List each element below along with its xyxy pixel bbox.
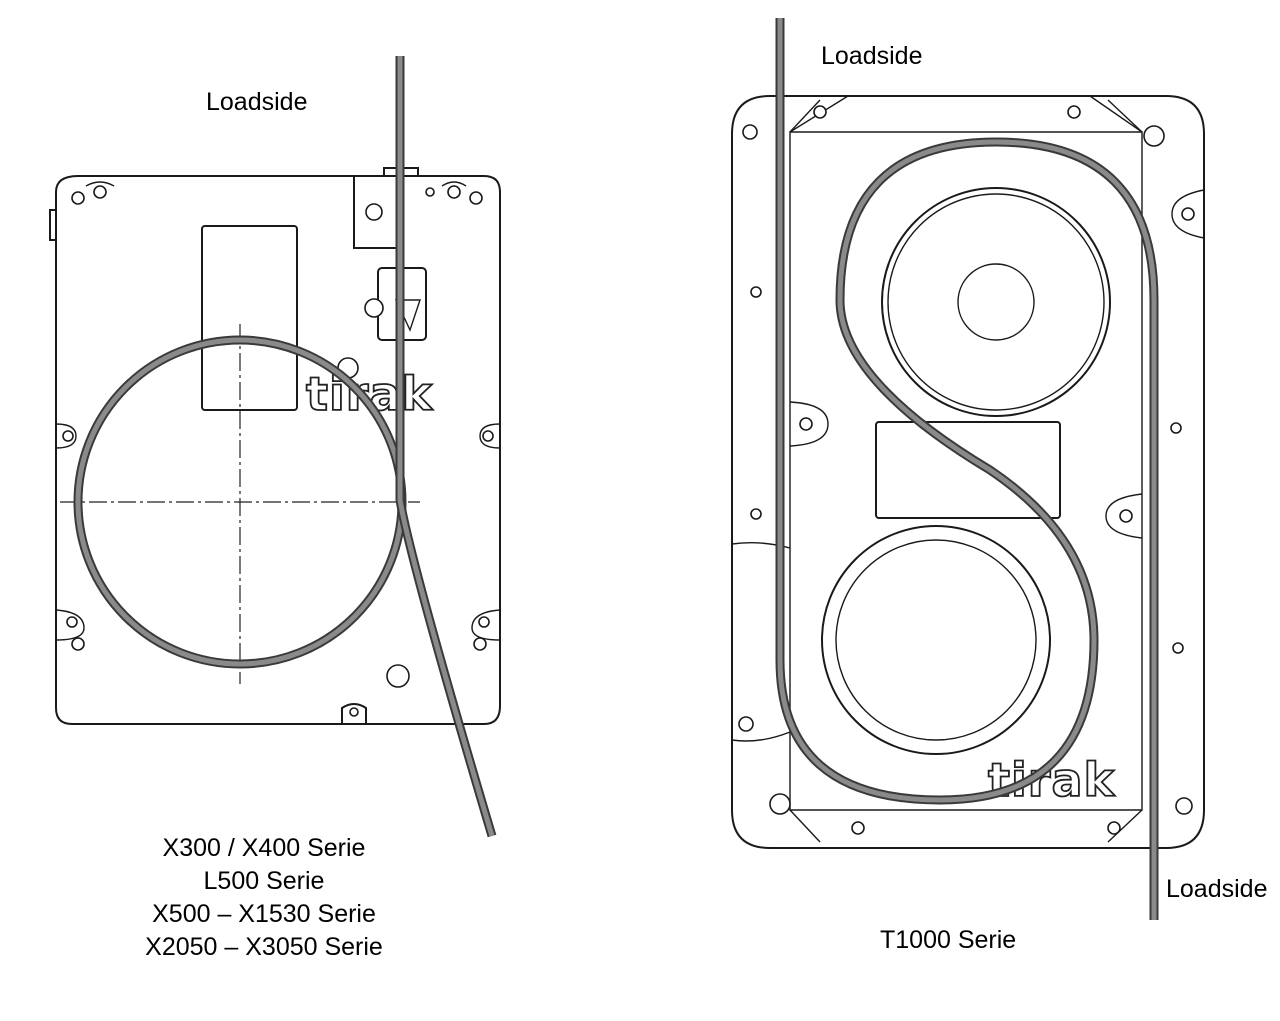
right-hole [1107, 821, 1121, 835]
right-hole [1172, 642, 1184, 654]
right-lower-drum [821, 525, 1051, 755]
right-hole [1175, 797, 1193, 815]
left-hole [93, 185, 107, 199]
right-hole [1181, 207, 1195, 221]
left-hole [349, 707, 359, 717]
right-hole [813, 105, 827, 119]
right-hole [851, 821, 865, 835]
right-hole [799, 417, 813, 431]
right-hole [742, 124, 758, 140]
left-hole [478, 616, 490, 628]
right-hole [750, 286, 762, 298]
right-hole [750, 508, 762, 520]
left-hole [365, 203, 383, 221]
left-hole [66, 616, 78, 628]
right-hole [1143, 125, 1165, 147]
left-side-tab [49, 209, 57, 241]
right-hole [738, 716, 754, 732]
left-hole [71, 191, 85, 205]
left-housing-outline [55, 175, 501, 725]
left-caption: X300 / X400 Serie L500 Serie X500 – X153… [126, 832, 402, 964]
left-caption-line: X500 – X1530 Serie [152, 900, 376, 928]
left-hole [469, 191, 483, 205]
left-loadside-label: Loadside [206, 88, 308, 116]
right-loadside-top-label: Loadside [821, 42, 923, 70]
left-window [201, 225, 298, 411]
left-caption-line: X300 / X400 Serie [162, 834, 366, 862]
left-hole [386, 664, 410, 688]
right-upper-drum [881, 187, 1111, 417]
left-caption-line: X2050 – X3050 Serie [145, 933, 383, 961]
right-caption: T1000 Serie [880, 926, 1017, 954]
left-hole [425, 187, 435, 197]
right-loadside-bottom-label: Loadside [1166, 875, 1268, 903]
right-hole [1170, 422, 1182, 434]
right-window [875, 421, 1061, 519]
right-hole [1119, 509, 1133, 523]
left-hole [62, 430, 74, 442]
left-hole [447, 185, 461, 199]
right-hole [769, 793, 791, 815]
left-caption-line: L500 Serie [203, 867, 325, 895]
left-hole [482, 430, 494, 442]
left-hole [71, 637, 85, 651]
right-hole [1067, 105, 1081, 119]
left-logo: tirak [306, 367, 433, 421]
right-housing-outline [731, 95, 1205, 849]
